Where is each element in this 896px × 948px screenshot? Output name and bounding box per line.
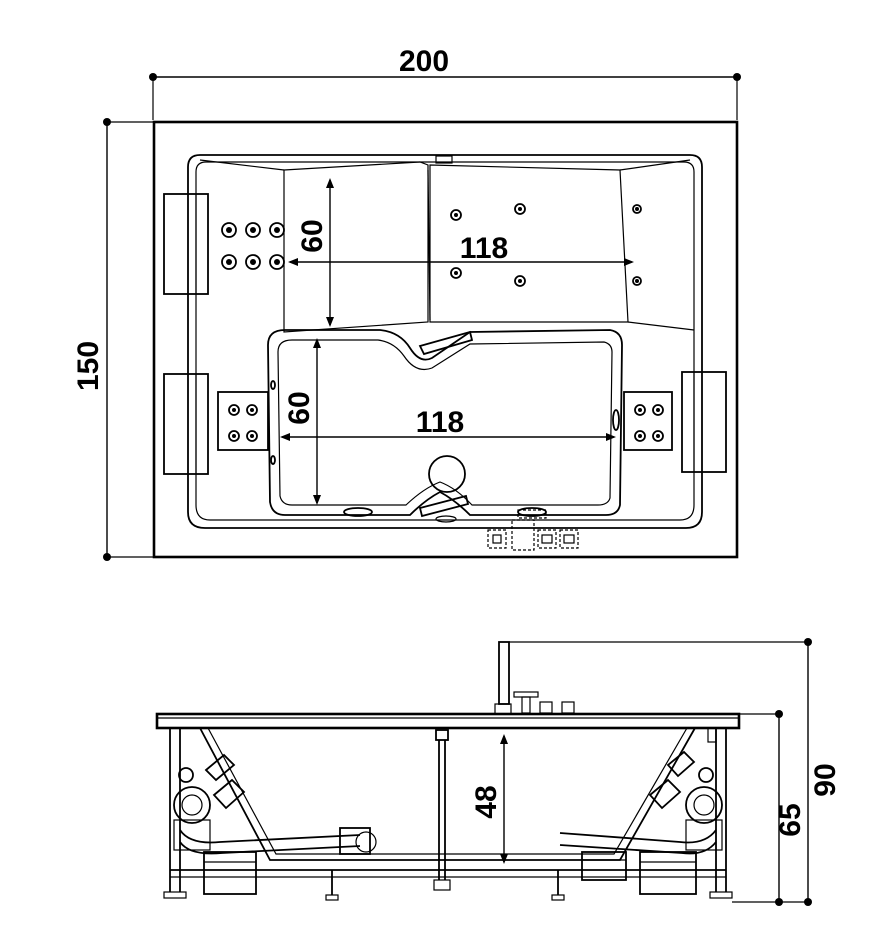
jet-group-right-armrest [612, 391, 673, 451]
inner-depth-label: 48 [470, 785, 503, 818]
drain-icon [428, 455, 466, 493]
upper-seat-depth-dimension: 60 [296, 178, 334, 327]
pillow-top-left [163, 193, 209, 295]
side-view: 48 65 90 [155, 638, 842, 906]
junction-box [581, 851, 627, 881]
overall-height-dimension: 90 [804, 638, 842, 906]
pillow-bottom-left [163, 373, 209, 475]
control-box-left [203, 851, 257, 895]
faucet-controls [487, 509, 579, 551]
pump-left [173, 753, 257, 895]
tub-outer-rim [152, 120, 739, 559]
side-body [199, 727, 696, 861]
pump-right [639, 727, 723, 895]
upper-seat-depth-label: 60 [296, 219, 329, 252]
lower-basin-depth-label: 60 [283, 391, 316, 424]
depth-dimension: 150 [72, 118, 154, 561]
inner-depth-dimension: 48 [470, 734, 508, 864]
jet-group-left [221, 222, 285, 270]
water-pipes [179, 827, 717, 855]
tub-inner-rim [187, 154, 703, 529]
lower-basin [267, 329, 623, 516]
hand-shower [494, 641, 808, 715]
top-view: 200 150 [72, 45, 741, 561]
upper-seat-width-dimension: 118 [288, 232, 634, 266]
rim-height-label: 65 [774, 803, 807, 836]
jet-group-left-armrest [217, 380, 276, 465]
lower-basin-width-dimension: 118 [280, 406, 616, 441]
rim-height-dimension: 65 [732, 710, 808, 906]
drain-column [433, 729, 451, 891]
side-rim [155, 712, 741, 730]
support-frame [163, 728, 733, 901]
lower-basin-depth-dimension: 60 [283, 338, 321, 505]
width-dimension: 200 [149, 45, 741, 120]
faucet-knobs [513, 691, 575, 714]
width-dimension-label: 200 [399, 45, 449, 78]
upper-seat-width-label: 118 [460, 232, 508, 265]
control-box-right [639, 851, 697, 895]
overall-height-label: 90 [809, 763, 842, 796]
jet-group-upper-seat [450, 203, 642, 287]
depth-dimension-label: 150 [72, 341, 105, 391]
lower-basin-width-label: 118 [416, 406, 464, 439]
pillow-right [681, 371, 727, 473]
